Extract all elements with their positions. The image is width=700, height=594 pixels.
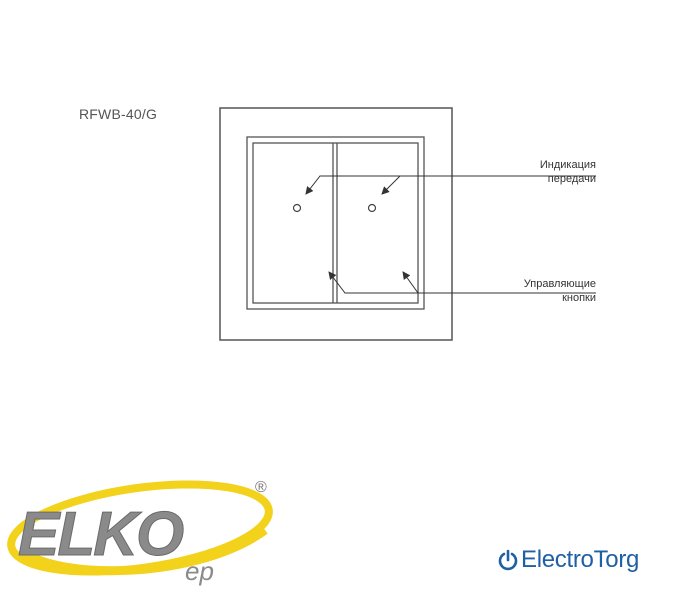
electrotorg-text: ElectroTorg xyxy=(521,546,640,573)
registered-mark: ® xyxy=(255,479,267,496)
indication-leader xyxy=(305,175,596,195)
buttons-leader xyxy=(328,271,596,294)
elko-logo: ® ELKO ep xyxy=(7,479,273,586)
elko-text: ELKO xyxy=(18,500,184,569)
elko-sub-text: ep xyxy=(185,556,214,586)
inner-frame-outer xyxy=(246,136,425,310)
callout-indication-line2: передачи xyxy=(547,173,596,185)
callout-indication: Индикация передачи xyxy=(470,158,596,186)
callout-buttons: Управляющие кнопки xyxy=(470,277,596,305)
indication-leader-2 xyxy=(381,175,401,195)
electrotorg-logo: ElectroTorg xyxy=(497,546,639,574)
power-icon xyxy=(498,549,518,571)
buttons-leader-2 xyxy=(402,271,419,294)
led-left xyxy=(292,203,302,213)
outer-frame xyxy=(219,107,453,341)
inner-frame xyxy=(252,142,419,304)
callout-indication-line1: Индикация xyxy=(539,159,596,171)
led-right xyxy=(367,203,377,213)
callout-buttons-line2: кнопки xyxy=(562,292,596,304)
model-label: RFWB-40/G xyxy=(79,106,158,122)
callout-buttons-line1: Управляющие xyxy=(523,278,596,290)
